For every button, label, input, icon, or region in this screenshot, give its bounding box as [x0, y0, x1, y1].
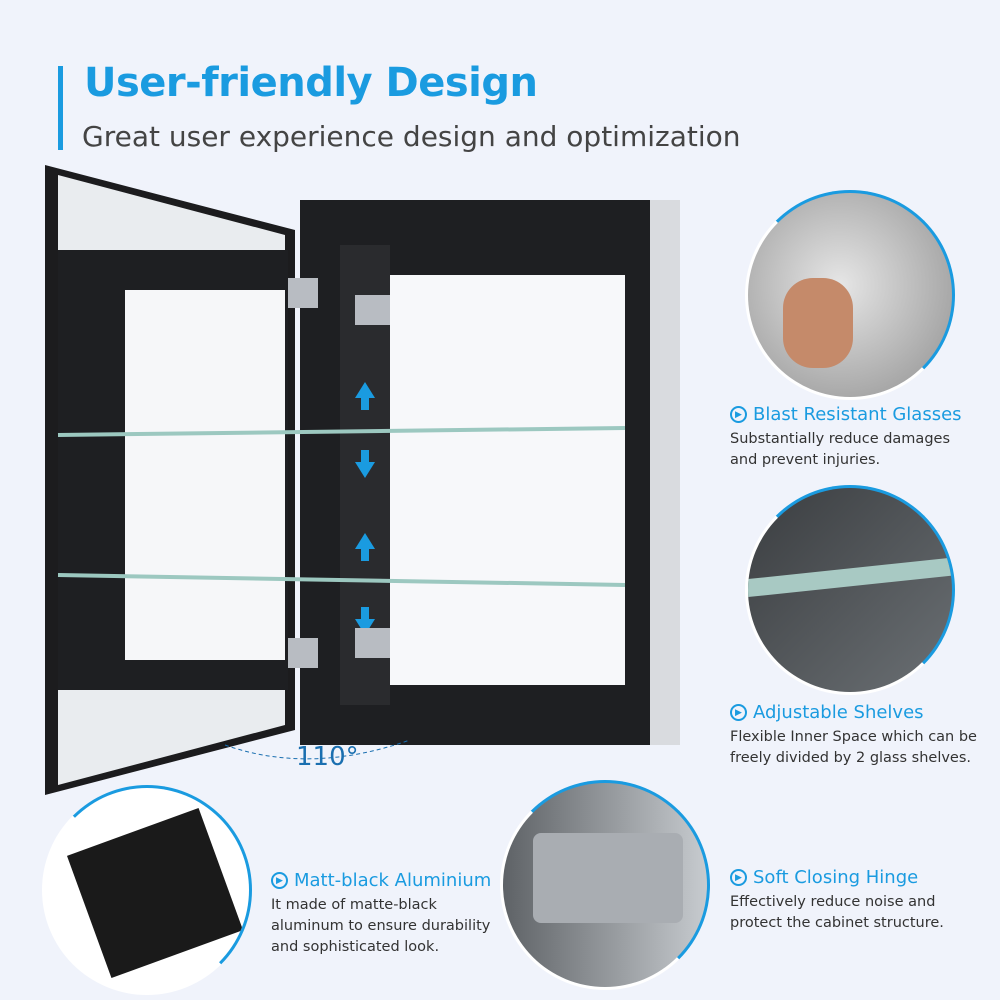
glass-shelf-lower: [57, 573, 626, 587]
feature-title: Soft Closing Hinge: [753, 867, 919, 888]
feature-desc: Flexible Inner Space which can be freely…: [730, 729, 977, 766]
circle-arrow-right-icon: ▶: [730, 406, 747, 423]
glass-shelf-upper: [57, 426, 626, 437]
feature-desc: Effectively reduce noise and protect the…: [730, 894, 944, 931]
feature-matt-black-aluminium: ▶ Matt-black Aluminium It made of matte-b…: [271, 870, 496, 958]
opening-angle-label: 110°: [296, 742, 359, 772]
adjust-arrows: [355, 382, 375, 635]
feature-desc: Substantially reduce damages and prevent…: [730, 431, 950, 468]
page-title: User-friendly Design: [84, 60, 538, 106]
page-subtitle: Great user experience design and optimiz…: [82, 120, 741, 153]
blast-resistant-glass-photo: [745, 190, 955, 400]
circle-arrow-right-icon: ▶: [730, 869, 747, 886]
circle-arrow-right-icon: ▶: [271, 872, 288, 889]
soft-closing-hinge-photo: [500, 780, 710, 990]
feature-title: Matt-black Aluminium: [294, 870, 492, 891]
feature-adjustable-shelves: ▶ Adjustable Shelves Flexible Inner Space…: [730, 702, 990, 769]
title-accent-bar: [58, 66, 63, 150]
aluminium-profile-photo: [42, 785, 252, 995]
hinges: [288, 278, 390, 668]
circle-arrow-right-icon: ▶: [730, 704, 747, 721]
adjustable-shelf-photo: [745, 485, 955, 695]
medicine-cabinet-illustration: [45, 165, 680, 795]
feature-desc: It made of matte-black aluminum to ensur…: [271, 897, 491, 955]
feature-blast-resistant: ▶ Blast Resistant Glasses Substantially r…: [730, 404, 962, 471]
feature-soft-closing-hinge: ▶ Soft Closing Hinge Effectively reduce n…: [730, 867, 955, 934]
feature-title: Blast Resistant Glasses: [753, 404, 962, 425]
fist-image: [783, 278, 853, 368]
feature-title: Adjustable Shelves: [753, 702, 924, 723]
